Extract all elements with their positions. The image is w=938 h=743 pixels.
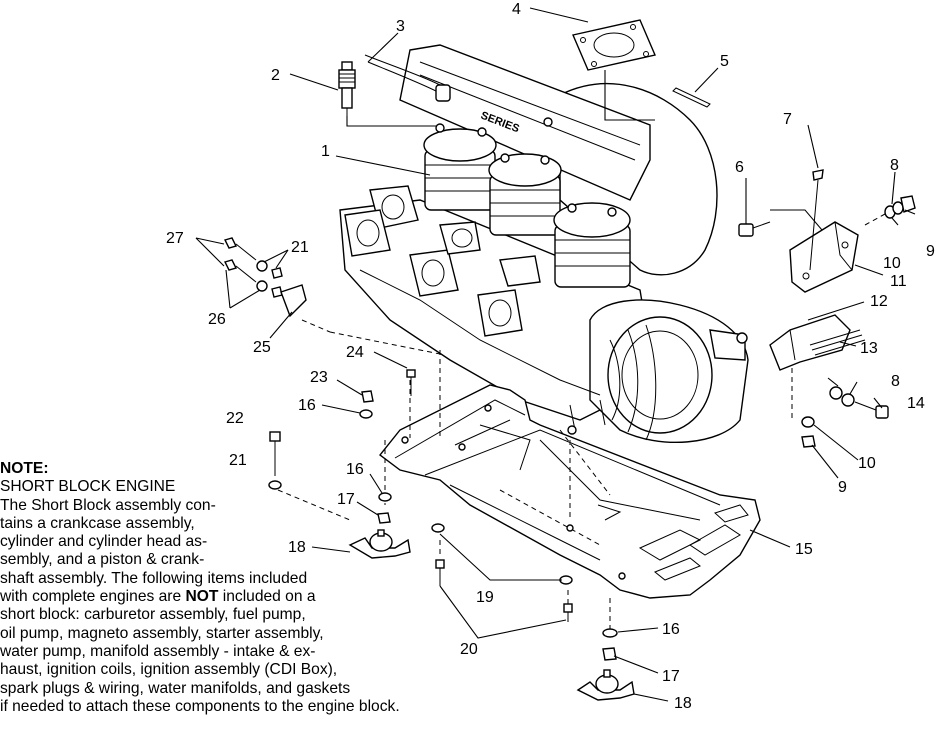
- note-line: short block: carburetor assembly, fuel p…: [0, 606, 306, 624]
- note-line: tains a crankcase assembly,: [0, 514, 195, 532]
- callout-8-upper: 8: [890, 157, 899, 174]
- callout-9-lower: 9: [838, 479, 847, 496]
- callout-8-lower: 8: [891, 373, 900, 390]
- mount-bracket-lower-illustration: [769, 314, 889, 448]
- note-text: included on a: [218, 588, 316, 606]
- left-bracket-hardware-illustration: [223, 237, 331, 333]
- note-line: The Short Block assembly con-: [0, 496, 216, 514]
- head-gasket-illustration: [572, 19, 656, 71]
- spark-plug-illustration: [338, 54, 451, 116]
- callout-24: 24: [346, 344, 364, 361]
- note-line: SHORT BLOCK ENGINE: [0, 478, 176, 496]
- leader-lines: [195, 7, 916, 702]
- note-line: haust, ignition coils, ignition assembly…: [0, 661, 338, 679]
- callout-17-lower: 17: [662, 668, 680, 685]
- callout-10-upper: 10: [883, 255, 901, 272]
- callout-11: 11: [890, 273, 907, 290]
- callout-6: 6: [735, 159, 744, 176]
- callout-5: 5: [720, 53, 729, 70]
- callout-16-upper: 16: [298, 397, 316, 414]
- callout-16-lower: 16: [662, 621, 680, 638]
- engine-block-illustration: SERIES: [339, 44, 749, 444]
- callout-2: 2: [271, 67, 280, 84]
- callout-1: 1: [321, 143, 330, 160]
- mount-hardware-illustration: [268, 369, 635, 701]
- note-line: water pump, manifold assembly - intake &…: [0, 642, 316, 660]
- mount-bracket-upper-illustration: [738, 169, 916, 293]
- note-line: with complete engines are NOT included o…: [0, 588, 480, 606]
- callout-23: 23: [310, 369, 328, 386]
- callout-13: 13: [860, 340, 878, 357]
- callout-21-lower: 21: [229, 452, 247, 469]
- callout-25: 25: [253, 339, 271, 356]
- short-block-note: NOTE: SHORT BLOCK ENGINE The Short Block…: [0, 460, 480, 716]
- note-line: shaft assembly. The following items incl…: [0, 569, 308, 587]
- callout-20: 20: [460, 641, 478, 658]
- callout-27: 27: [166, 230, 184, 247]
- callout-19: 19: [476, 589, 494, 606]
- decal-illustration: [672, 87, 711, 108]
- note-heading: NOTE:: [0, 460, 49, 477]
- callout-15: 15: [795, 541, 813, 558]
- callout-3: 3: [396, 18, 405, 35]
- callout-12: 12: [870, 293, 888, 310]
- note-line: cylinder and cylinder head as-: [0, 533, 208, 551]
- callout-21-upper: 21: [291, 239, 309, 256]
- callout-4: 4: [512, 1, 521, 18]
- note-text: with complete engines are: [0, 588, 186, 606]
- callout-9-upper: 9: [926, 243, 935, 260]
- callout-22: 22: [226, 410, 244, 427]
- engine-mount-plate-illustration: [379, 384, 761, 599]
- note-line: if needed to attach these components to …: [0, 697, 400, 715]
- callout-17-upper: 17: [337, 491, 355, 508]
- alignment-lines: [277, 331, 611, 630]
- note-line: oil pump, magneto assembly, starter asse…: [0, 624, 324, 642]
- note-emphasis: NOT: [185, 588, 219, 606]
- note-line: spark plugs & wiring, water manifolds, a…: [0, 679, 351, 697]
- callout-26: 26: [208, 311, 226, 328]
- callout-14: 14: [907, 395, 925, 412]
- callout-16-mid: 16: [346, 461, 364, 478]
- callout-18-upper: 18: [288, 539, 306, 556]
- callout-10-lower: 10: [858, 455, 876, 472]
- callout-18-lower: 18: [674, 695, 692, 712]
- callout-numbers: 1 2 3 4 5 6 7 8 9 10 11 12 13 8 14 10 9 …: [166, 1, 935, 712]
- callout-7: 7: [783, 111, 792, 128]
- note-line: sembly, and a piston & crank-: [0, 551, 205, 569]
